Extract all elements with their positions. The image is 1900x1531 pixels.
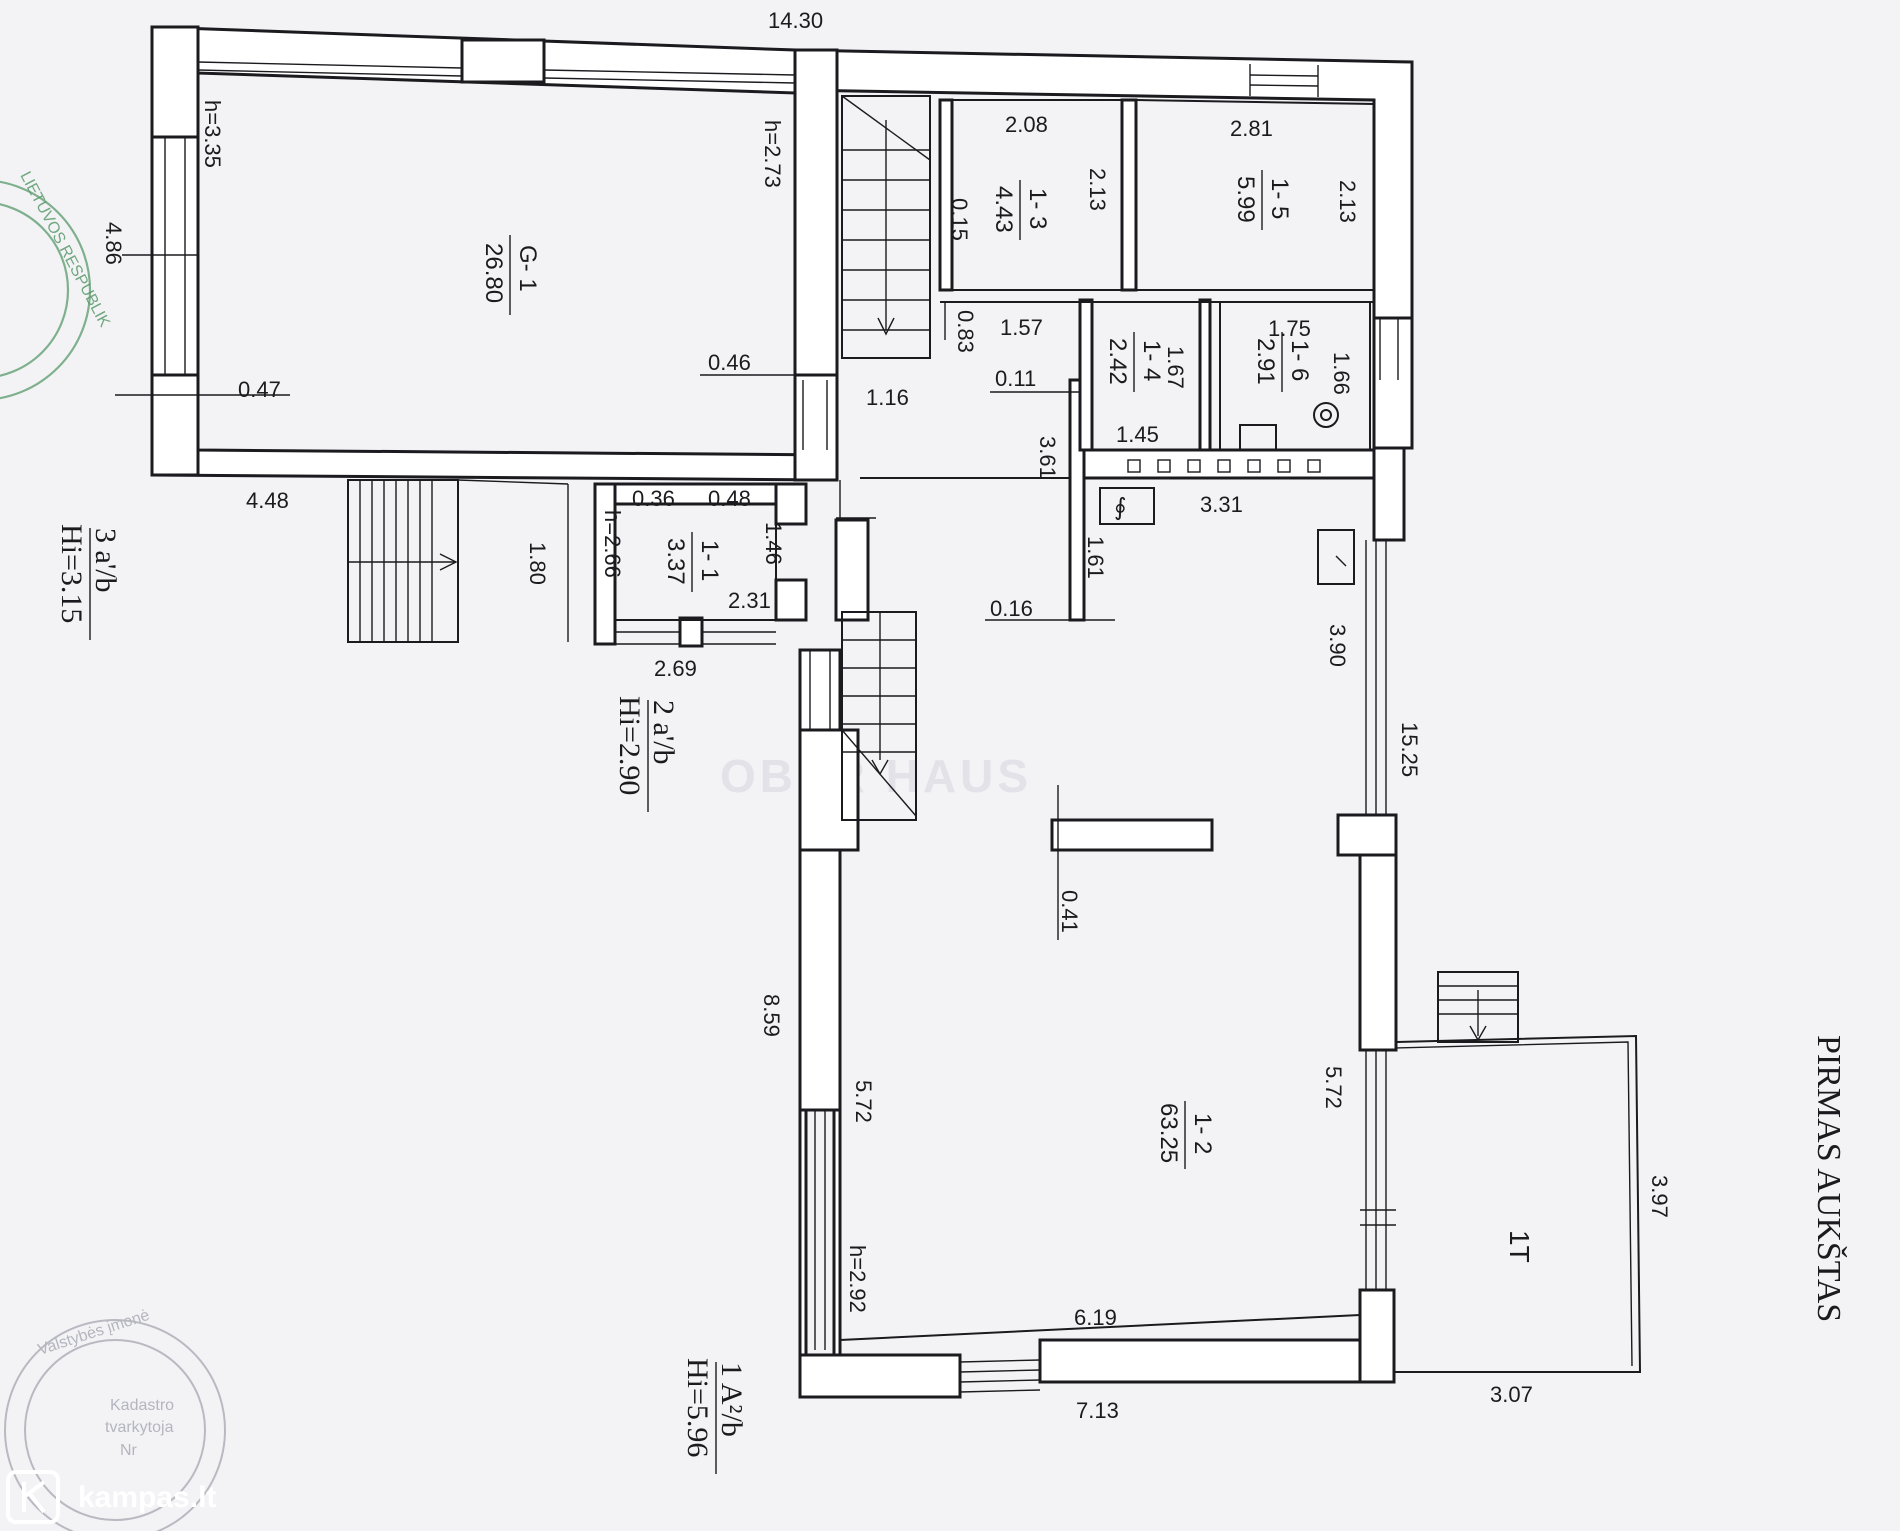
dim-231: 2.31 — [728, 588, 771, 613]
height-r11: h=2.66 — [600, 510, 625, 578]
room-15-label: 1- 5 5.99 — [1232, 170, 1293, 230]
stamp-bottom-line2: Kadastro — [110, 1397, 174, 1414]
room-11-label: 1- 1 3.37 — [662, 532, 723, 592]
level-3-label: 3 a'/b — [89, 528, 122, 593]
dim-145: 1.45 — [1116, 422, 1159, 447]
dim-281: 2.81 — [1230, 116, 1273, 141]
dim-right-total: 15.25 — [1397, 722, 1422, 777]
watermark: OBER HAUS — [720, 750, 1032, 802]
room-g1-id: G- 1 — [514, 245, 541, 292]
dim-448: 4.48 — [246, 488, 289, 513]
room-14-id: 1- 4 — [1138, 340, 1165, 381]
room-11-area: 3.37 — [662, 538, 689, 585]
dim-713: 7.13 — [1076, 1398, 1119, 1423]
stairs-left — [347, 479, 569, 643]
dim-166: 1.66 — [1329, 352, 1354, 395]
level-2-hi: Hi=2.90 — [613, 696, 646, 795]
height-r12: h=2.92 — [845, 1245, 870, 1313]
room-15-area: 5.99 — [1232, 176, 1259, 223]
terrace-outline — [1394, 1034, 1642, 1373]
stairs-middle — [841, 611, 917, 821]
fixtures: ∮ — [1099, 402, 1355, 585]
dim-572a: 5.72 — [851, 1080, 876, 1123]
height-g1-right: h=2.73 — [760, 120, 785, 188]
dim-619: 6.19 — [1074, 1305, 1117, 1330]
room-16-area: 2.91 — [1252, 338, 1279, 385]
room-12-label: 1- 2 63.25 — [1155, 1101, 1216, 1169]
height-g1-left: h=3.35 — [200, 100, 225, 168]
dim-g1-depth: 4.86 — [101, 222, 126, 265]
stairs-terrace — [1437, 971, 1519, 1043]
terrace-1t-label: 1T — [1504, 1230, 1535, 1263]
dim-180: 1.80 — [525, 542, 550, 585]
dim-307: 3.07 — [1490, 1382, 1533, 1407]
level-1-marker: 1 A²/b Hi=5.96 — [681, 1358, 748, 1474]
room-12-id: 1- 2 — [1189, 1113, 1216, 1154]
room-outlines — [614, 99, 1375, 1341]
stamp-bottom-line3: tvarkytoja — [105, 1419, 174, 1436]
dim-116: 1.16 — [866, 385, 909, 410]
dim-161: 1.61 — [1083, 536, 1108, 579]
floor-title: PIRMAS AUKŠTAS — [1810, 1035, 1848, 1322]
dim-390: 3.90 — [1325, 624, 1350, 667]
dim-top-total: 14.30 — [768, 8, 823, 33]
room-13-id: 1- 3 — [1024, 188, 1051, 229]
dim-331: 3.31 — [1200, 492, 1243, 517]
dim-146: 1.46 — [761, 522, 786, 565]
brand-logo: kampas.lt — [78, 1481, 216, 1514]
dimensions: 14.30 15.25 4.86 0.47 0.46 4.48 1.80 2.6… — [101, 8, 1672, 1423]
room-15-id: 1- 5 — [1266, 178, 1293, 219]
dim-213b: 2.13 — [1335, 180, 1360, 223]
dim-048: 0.48 — [708, 486, 751, 511]
dim-572b: 5.72 — [1321, 1066, 1346, 1109]
dim-859: 8.59 — [759, 994, 784, 1037]
boiler-symbol: ∮ — [1114, 494, 1127, 521]
level-1-label: 1 A²/b — [715, 1362, 748, 1437]
dim-016: 0.16 — [990, 596, 1033, 621]
dim-208: 2.08 — [1005, 112, 1048, 137]
dim-041: 0.41 — [1057, 890, 1082, 933]
stairs-upper — [841, 95, 931, 359]
level-3-hi: Hi=3.15 — [55, 524, 88, 623]
level-1-hi: Hi=5.96 — [681, 1358, 714, 1457]
dim-213a: 2.13 — [1085, 168, 1110, 211]
dim-175: 1.75 — [1268, 316, 1311, 341]
dim-wall-046: 0.46 — [708, 350, 751, 375]
dim-011: 0.11 — [995, 366, 1036, 391]
dim-167: 1.67 — [1163, 346, 1188, 389]
dim-397: 3.97 — [1647, 1175, 1672, 1218]
dim-361: 3.61 — [1035, 436, 1060, 479]
dim-157: 1.57 — [1000, 315, 1043, 340]
level-2-marker: 2 a'/b Hi=2.90 — [613, 696, 680, 812]
level-2-label: 2 a'/b — [647, 700, 680, 765]
room-13-label: 1- 3 4.43 — [990, 180, 1051, 240]
room-14-area: 2.42 — [1104, 338, 1131, 385]
room-12-area: 63.25 — [1155, 1103, 1182, 1163]
room-g1-label: G- 1 26.80 — [480, 235, 541, 315]
dim-083: 0.83 — [953, 310, 978, 353]
dim-wall-047: 0.47 — [238, 377, 281, 402]
room-16-id: 1- 6 — [1286, 340, 1313, 381]
room-11-id: 1- 1 — [696, 540, 723, 581]
room-14-label: 1- 4 2.42 — [1104, 332, 1165, 392]
dim-036: 0.36 — [632, 486, 675, 511]
dim-015: 0.15 — [947, 198, 972, 241]
stamp-bottom-line4: Nr — [120, 1442, 138, 1459]
level-3-marker: 3 a'/b Hi=3.15 — [55, 524, 122, 640]
room-13-area: 4.43 — [990, 186, 1017, 233]
walls — [150, 25, 1414, 1399]
room-g1-area: 26.80 — [480, 243, 507, 303]
room-16-label: 1- 6 2.91 — [1252, 332, 1313, 392]
dim-269: 2.69 — [654, 656, 697, 681]
brand-badge: kampas.lt — [6, 1470, 216, 1524]
